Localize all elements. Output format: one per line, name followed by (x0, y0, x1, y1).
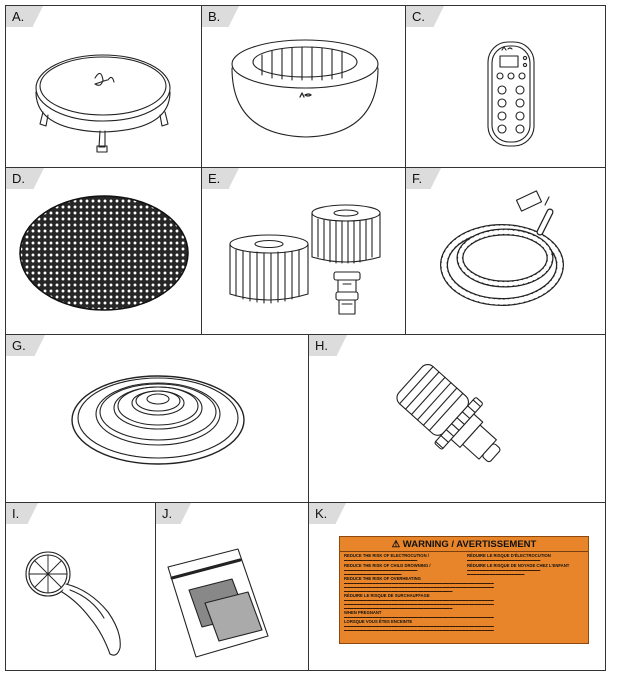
warning-heading: RÉDUIRE LE RISQUE D'ÉLECTROCUTION (467, 553, 551, 558)
warning-heading: LORSQUE VOUS ÊTES ENCEINTE (344, 619, 413, 624)
warning-section-overheating: REDUCE THE RISK OF OVERHEATING ▬▬▬▬▬▬▬▬▬… (340, 576, 588, 610)
panel-label: K. (309, 503, 347, 524)
panel-label: I. (6, 503, 39, 524)
warning-heading: REDUCE THE RISK OF CHILD DROWNING / (344, 563, 431, 568)
wrench-tool-illustration (25, 551, 121, 656)
air-hose-illustration (440, 190, 564, 306)
panel-label: H. (309, 335, 347, 356)
warning-heading: WHEN PREGNANT (344, 610, 382, 615)
panel-label: E. (202, 168, 240, 189)
inflatable-base-illustration (71, 375, 245, 465)
spa-tub-illustration (231, 39, 379, 138)
warning-title: ⚠ WARNING / AVERTISSEMENT (340, 537, 588, 552)
panel-label: D. (6, 168, 44, 189)
warning-section-drowning: REDUCE THE RISK OF CHILD DROWNING / ▬▬▬▬… (340, 562, 588, 576)
panel-label: J. (156, 503, 192, 524)
warning-heading: RÉDUIRE LE RISQUE DE NOYADE CHEZ L'ENFAN… (467, 563, 570, 568)
warning-heading: RÉDUIRE LE RISQUE DE SURCHAUFFAGE (344, 593, 430, 598)
panel-label: G. (6, 335, 45, 356)
filter-cartridges-illustration (229, 204, 381, 315)
floor-mat-illustration (19, 195, 189, 311)
warning-section-electrocution: REDUCE THE RISK OF ELECTROCUTION / ▬▬▬▬▬… (340, 552, 588, 562)
warning-section-pregnant: WHEN PREGNANT ▬▬▬▬▬▬▬▬▬▬▬▬▬▬▬▬▬▬▬▬▬▬▬▬▬▬… (340, 610, 588, 632)
remote-control-illustration (487, 41, 535, 147)
panel-label: A. (6, 6, 44, 27)
warning-heading: REDUCE THE RISK OF ELECTROCUTION / (344, 553, 429, 558)
panel-label: F. (406, 168, 442, 189)
warning-heading: REDUCE THE RISK OF OVERHEATING (344, 576, 421, 581)
inflation-adapter-illustration (396, 364, 501, 463)
warning-label: ⚠ WARNING / AVERTISSEMENT REDUCE THE RIS… (339, 536, 589, 644)
repair-kit-illustration (167, 548, 269, 658)
spa-cover-illustration (35, 54, 171, 153)
panel-f: F. (405, 167, 606, 335)
panel-label: B. (202, 6, 240, 27)
panel-label: C. (406, 6, 444, 27)
